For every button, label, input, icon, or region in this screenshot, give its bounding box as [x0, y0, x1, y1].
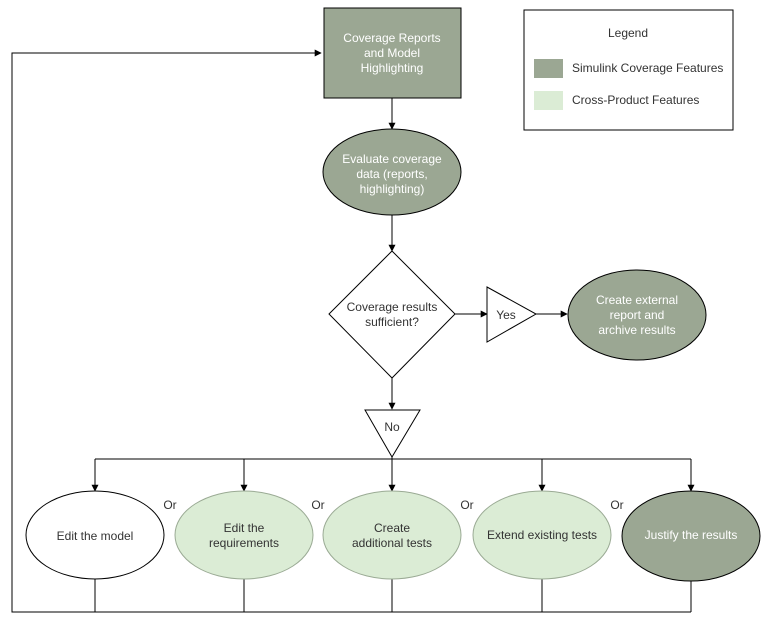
- connectors: [11, 49, 695, 613]
- create-tests-node: Create additional tests: [322, 490, 462, 580]
- coverage-reports-line-3: Highlighting: [361, 61, 424, 75]
- decision-line-2: sufficient?: [365, 315, 419, 329]
- yes-node: Yes: [486, 286, 538, 343]
- edit-requirements-line-1: Edit the: [224, 521, 265, 535]
- extend-tests-ellipse: [472, 490, 612, 580]
- external-line-2: report and: [610, 308, 665, 322]
- coverage-reports-box: [323, 7, 462, 99]
- edit-model-label: Edit the model: [57, 529, 134, 543]
- legend-swatch-simulink: [534, 59, 563, 78]
- evaluate-node: Evaluate coverage data (reports, highlig…: [322, 128, 462, 216]
- create-tests-line-1: Create: [374, 521, 410, 535]
- justify-label: Justify the results: [645, 528, 738, 542]
- legend-label-cross-product: Cross-Product Features: [572, 93, 699, 107]
- yes-label: Yes: [496, 308, 516, 322]
- or-label-4: Or: [610, 498, 623, 512]
- edit-requirements-node: Edit the requirements: [174, 490, 314, 580]
- yes-triangle: [486, 286, 538, 343]
- evaluate-line-2: data (reports,: [356, 167, 427, 181]
- decision-diamond: [328, 250, 456, 379]
- extend-tests-node: Extend existing tests: [472, 490, 612, 580]
- no-node: No: [364, 409, 421, 458]
- legend: Legend Simulink Coverage Features Cross-…: [523, 9, 734, 131]
- external-report-ellipse: [567, 269, 707, 361]
- or-label-2: Or: [311, 498, 324, 512]
- decision-line-1: Coverage results: [347, 300, 438, 314]
- no-triangle: [364, 409, 421, 458]
- create-tests-line-2: additional tests: [352, 536, 432, 550]
- create-tests-ellipse: [322, 490, 462, 580]
- justify-ellipse: [621, 490, 761, 582]
- coverage-reports-line-1: Coverage Reports: [343, 31, 440, 45]
- legend-label-simulink: Simulink Coverage Features: [572, 61, 723, 75]
- evaluate-line-3: highlighting): [360, 182, 425, 196]
- extend-tests-label: Extend existing tests: [487, 528, 597, 542]
- edit-model-node: Edit the model: [25, 490, 165, 580]
- evaluate-ellipse: [322, 128, 462, 216]
- edit-requirements-line-2: requirements: [209, 536, 279, 550]
- decision-node: Coverage results sufficient?: [328, 250, 456, 379]
- justify-node: Justify the results: [621, 490, 761, 582]
- edit-model-ellipse: [25, 490, 165, 580]
- coverage-reports-node: Coverage Reports and Model Highlighting: [323, 7, 462, 99]
- evaluate-line-1: Evaluate coverage: [342, 152, 442, 166]
- or-labels: Or Or Or Or: [163, 498, 623, 512]
- edit-requirements-ellipse: [174, 490, 314, 580]
- external-line-1: Create external: [596, 293, 678, 307]
- return-loop: [11, 49, 691, 613]
- external-line-3: archive results: [598, 323, 675, 337]
- legend-title: Legend: [608, 26, 648, 40]
- external-report-node: Create external report and archive resul…: [567, 269, 707, 361]
- legend-swatch-cross-product: [534, 91, 563, 110]
- no-label: No: [384, 420, 400, 434]
- coverage-reports-line-2: and Model: [364, 46, 420, 60]
- or-label-1: Or: [163, 498, 176, 512]
- or-label-3: Or: [460, 498, 473, 512]
